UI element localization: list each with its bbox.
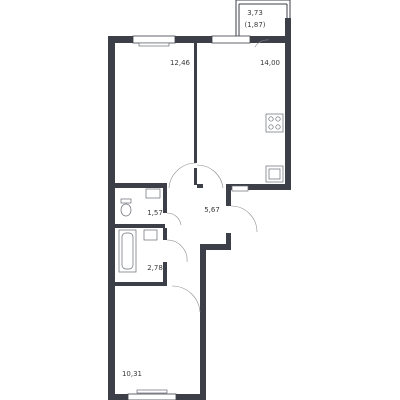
outer-walls — [108, 18, 291, 400]
door-room2 — [171, 285, 201, 313]
window-room2 — [127, 393, 177, 400]
fixtures — [118, 42, 284, 394]
hall-area: 5,67 — [204, 206, 220, 214]
toilet-icon — [120, 203, 132, 217]
balcony — [235, 0, 291, 38]
door-kitchen — [196, 164, 224, 189]
door-entrance — [230, 205, 258, 233]
doors — [166, 39, 270, 313]
area-labels: 3,73 (1,87) 12,46 14,00 1,57 5,67 2,78 1… — [122, 9, 280, 378]
room2-area: 10,31 — [122, 370, 142, 378]
door-bath — [166, 239, 188, 263]
windows — [127, 35, 251, 400]
door-balcony — [254, 39, 270, 48]
window-room1 — [132, 35, 176, 44]
room1-area: 12,46 — [170, 59, 191, 67]
balcony-reduced-area: (1,87) — [244, 21, 265, 29]
door-wc — [166, 212, 182, 226]
radiator-icon — [231, 185, 249, 192]
bathroom-area: 2,78 — [147, 264, 163, 272]
door-room1 — [168, 162, 197, 189]
radiator-icon — [138, 42, 170, 47]
kitchen-area: 14,00 — [260, 59, 280, 67]
wc-area: 1,57 — [147, 209, 163, 217]
radiator-icon — [136, 389, 168, 394]
stove-icon — [265, 113, 284, 133]
interior-walls — [115, 43, 203, 286]
balcony-area: 3,73 — [247, 9, 263, 17]
window-kitchen — [211, 35, 251, 44]
basin-icon — [143, 229, 158, 241]
basin-icon — [145, 188, 161, 199]
